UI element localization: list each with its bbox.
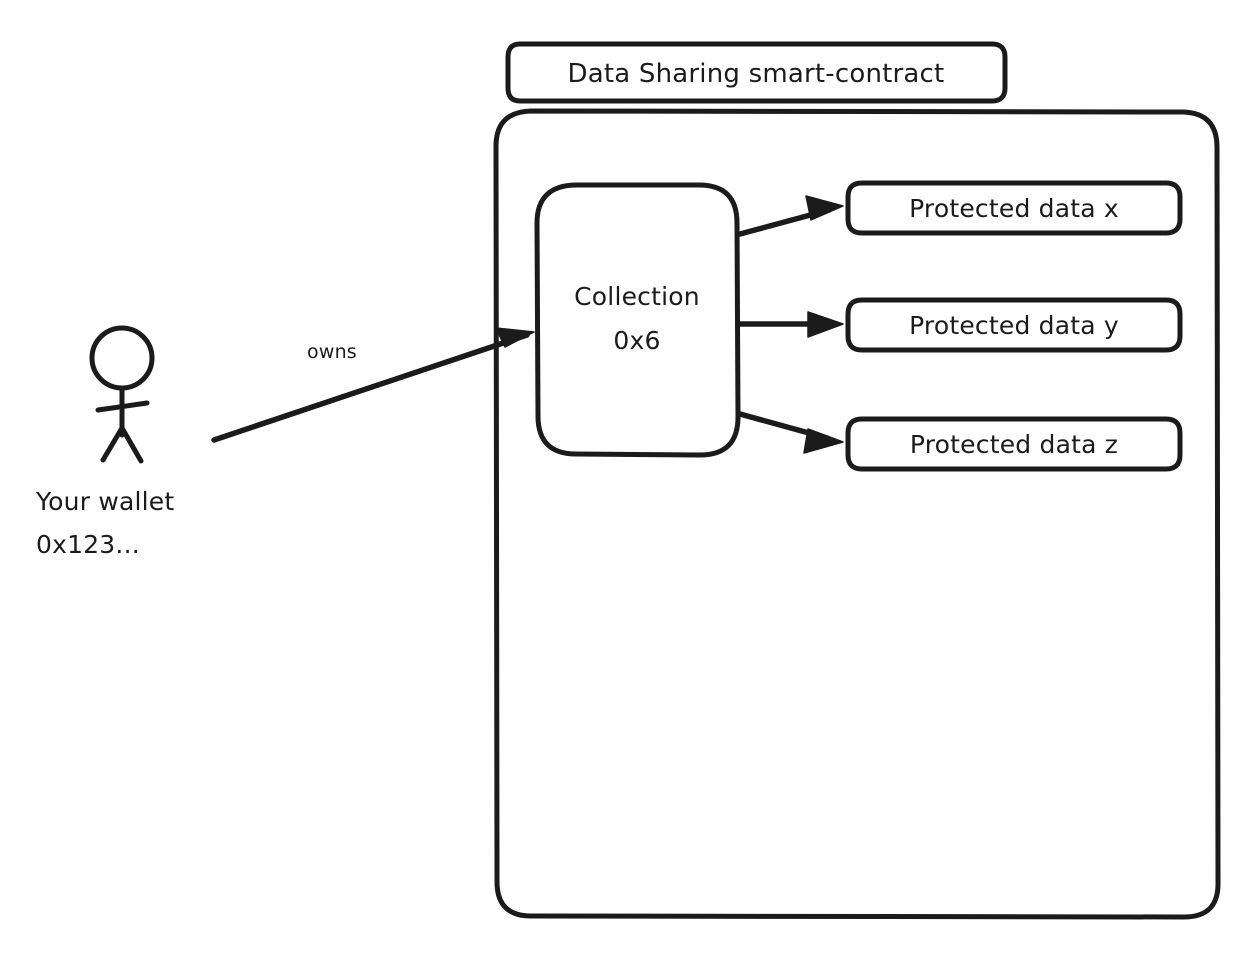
collection-node-label-line1: Collection bbox=[574, 282, 700, 311]
edge-collection-to-protected-data-z[interactable] bbox=[737, 411, 844, 454]
collection-node-label-line2: 0x6 bbox=[613, 326, 660, 355]
stick-figure-person-icon bbox=[89, 325, 155, 464]
edge-collection-to-protected-data-x[interactable] bbox=[737, 195, 844, 237]
protected-data-y-label: Protected data y bbox=[909, 311, 1119, 340]
wallet-label: Your wallet 0x123... bbox=[35, 487, 174, 559]
collection-node[interactable]: Collection 0x6 bbox=[534, 182, 741, 458]
protected-data-x-label: Protected data x bbox=[909, 194, 1119, 223]
title-box[interactable]: Data Sharing smart-contract bbox=[505, 41, 1008, 104]
protected-data-y-node[interactable]: Protected data y bbox=[845, 297, 1183, 353]
protected-data-x-node[interactable]: Protected data x bbox=[845, 180, 1183, 236]
title-box-label: Data Sharing smart-contract bbox=[568, 59, 945, 89]
protected-data-z-label: Protected data z bbox=[910, 430, 1118, 459]
wallet-label-line1: Your wallet bbox=[35, 487, 174, 516]
wallet-label-line2: 0x123... bbox=[36, 530, 140, 559]
edge-label-owns: owns bbox=[307, 341, 357, 363]
edge-collection-to-protected-data-y[interactable] bbox=[737, 311, 844, 338]
protected-data-z-node[interactable]: Protected data z bbox=[845, 416, 1183, 472]
edge-wallet-to-collection[interactable]: owns bbox=[211, 327, 535, 443]
